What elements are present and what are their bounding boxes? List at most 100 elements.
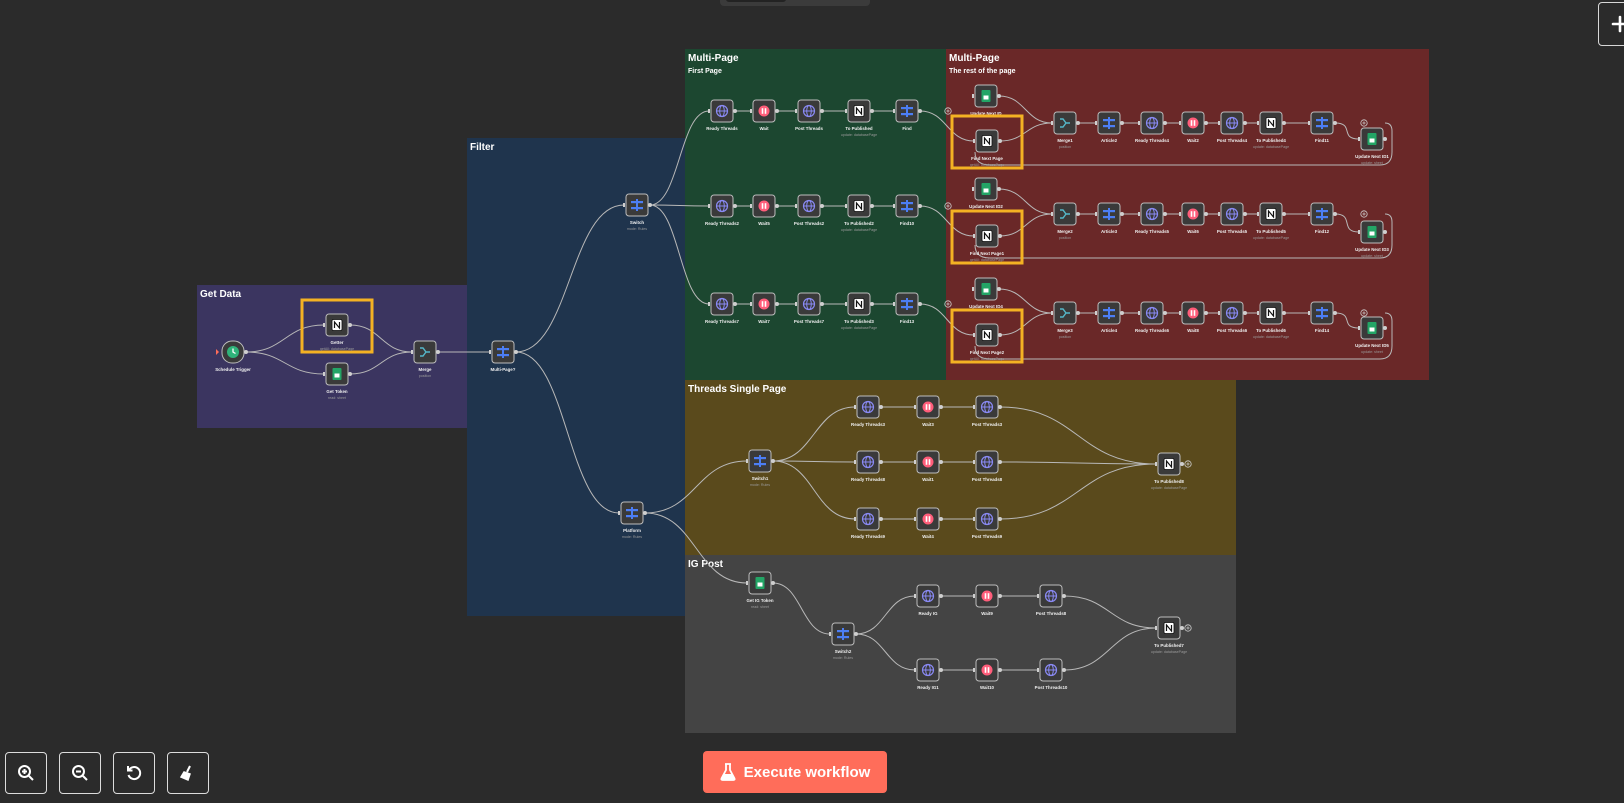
- input-handle[interactable]: [750, 204, 752, 208]
- output-handle[interactable]: [775, 302, 779, 306]
- output-handle[interactable]: [244, 350, 248, 354]
- input-handle[interactable]: [973, 333, 975, 337]
- input-handle[interactable]: [854, 405, 856, 409]
- output-handle[interactable]: [1333, 121, 1337, 125]
- node-wait9[interactable]: Wait9: [973, 584, 1002, 616]
- connection-schedule-trigger-get-token[interactable]: [245, 351, 325, 375]
- node-ready-ig[interactable]: Ready IG: [914, 584, 943, 616]
- output-handle[interactable]: [1180, 462, 1184, 466]
- input-handle[interactable]: [1155, 626, 1157, 630]
- input-handle[interactable]: [1051, 121, 1053, 125]
- node-wait5[interactable]: Wait5: [750, 194, 779, 226]
- output-handle[interactable]: [1076, 212, 1080, 216]
- input-handle[interactable]: [708, 204, 710, 208]
- output-handle[interactable]: [1120, 121, 1124, 125]
- node-ready-ig1[interactable]: Ready IG1: [914, 658, 943, 690]
- add-next-node-handle[interactable]: [944, 202, 952, 210]
- output-handle[interactable]: [1076, 311, 1080, 315]
- output-handle[interactable]: [879, 460, 883, 464]
- connection-get-ig-token-switch2[interactable]: [772, 582, 831, 635]
- input-handle[interactable]: [411, 350, 413, 354]
- input-handle[interactable]: [914, 405, 916, 409]
- node-post-threads8[interactable]: Post Threads8: [972, 450, 1003, 482]
- input-handle[interactable]: [914, 594, 916, 598]
- output-handle[interactable]: [775, 109, 779, 113]
- input-handle[interactable]: [1218, 311, 1220, 315]
- output-handle[interactable]: [939, 594, 943, 598]
- output-handle[interactable]: [820, 302, 824, 306]
- connection-post-threads3-to-published8[interactable]: [999, 406, 1157, 465]
- output-handle[interactable]: [1062, 668, 1066, 672]
- input-handle[interactable]: [1218, 212, 1220, 216]
- loop-connection[interactable]: [974, 122, 1393, 166]
- output-handle[interactable]: [879, 405, 883, 409]
- input-handle[interactable]: [795, 302, 797, 306]
- output-handle[interactable]: [998, 234, 1002, 238]
- node-article4[interactable]: Article4: [1095, 301, 1124, 333]
- connection-find11-update-next-id1[interactable]: [1334, 122, 1360, 140]
- node-post-threads10[interactable]: Post Threads10: [1035, 658, 1068, 690]
- input-handle[interactable]: [829, 632, 831, 636]
- output-handle[interactable]: [1383, 326, 1387, 330]
- output-handle[interactable]: [1062, 594, 1066, 598]
- add-next-node-handle[interactable]: [1360, 210, 1368, 218]
- output-handle[interactable]: [998, 460, 1002, 464]
- input-handle[interactable]: [618, 511, 620, 515]
- input-handle[interactable]: [323, 323, 325, 327]
- node-post-threads2[interactable]: Post Threads2: [794, 194, 825, 226]
- node-find10[interactable]: Find10: [893, 194, 922, 226]
- input-handle[interactable]: [489, 350, 491, 354]
- node-wait10[interactable]: Wait10: [973, 658, 1002, 690]
- node-ready-threads7[interactable]: Ready Threads7: [705, 292, 740, 324]
- connection-platform-switch1[interactable]: [644, 460, 748, 514]
- output-handle[interactable]: [771, 459, 775, 463]
- output-handle[interactable]: [1243, 311, 1247, 315]
- output-handle[interactable]: [997, 287, 1001, 291]
- add-next-node-handle[interactable]: [944, 300, 952, 308]
- input-handle[interactable]: [914, 460, 916, 464]
- input-handle[interactable]: [1138, 121, 1140, 125]
- output-handle[interactable]: [939, 460, 943, 464]
- connection-switch1-ready-threads8[interactable]: [772, 460, 856, 463]
- connection-find12-update-next-id3[interactable]: [1334, 213, 1360, 233]
- connection-update-next-id4-merge3[interactable]: [998, 288, 1053, 314]
- output-handle[interactable]: [939, 668, 943, 672]
- node-post-threads[interactable]: Post Threads: [795, 99, 824, 131]
- connection-getter-merge[interactable]: [349, 324, 413, 353]
- node-update-next-id4[interactable]: Update Next ID4: [969, 277, 1003, 309]
- input-handle[interactable]: [1155, 462, 1157, 466]
- connection-multi-page-platform[interactable]: [515, 351, 620, 514]
- connection-find-find-next-page[interactable]: [919, 110, 975, 142]
- output-handle[interactable]: [1204, 212, 1208, 216]
- connection-update-next-id2-merge2[interactable]: [998, 188, 1053, 215]
- input-handle[interactable]: [972, 287, 974, 291]
- node-post-threads6[interactable]: Post Threads6: [1217, 301, 1248, 333]
- input-handle[interactable]: [972, 94, 974, 98]
- output-handle[interactable]: [998, 333, 1002, 337]
- connection-switch2-ready-ig1[interactable]: [855, 633, 916, 671]
- input-handle[interactable]: [972, 187, 974, 191]
- node-find12[interactable]: Find12: [1308, 202, 1337, 234]
- input-handle[interactable]: [708, 302, 710, 306]
- input-handle[interactable]: [1218, 121, 1220, 125]
- output-handle[interactable]: [870, 204, 874, 208]
- connection-update-next-id-merge1[interactable]: [998, 95, 1053, 124]
- add-next-node-handle[interactable]: [1184, 624, 1192, 632]
- node-ready-threads2[interactable]: Ready Threads2: [705, 194, 740, 226]
- output-handle[interactable]: [1120, 212, 1124, 216]
- output-handle[interactable]: [854, 632, 858, 636]
- input-handle[interactable]: [973, 594, 975, 598]
- node-post-threads8b[interactable]: Post Threads8: [1036, 584, 1067, 616]
- node-post-threads4[interactable]: Post Threads4: [1217, 111, 1248, 143]
- connection-find-next-page-merge1[interactable]: [999, 122, 1053, 142]
- add-next-node-handle[interactable]: [1184, 460, 1192, 468]
- output-handle[interactable]: [879, 517, 883, 521]
